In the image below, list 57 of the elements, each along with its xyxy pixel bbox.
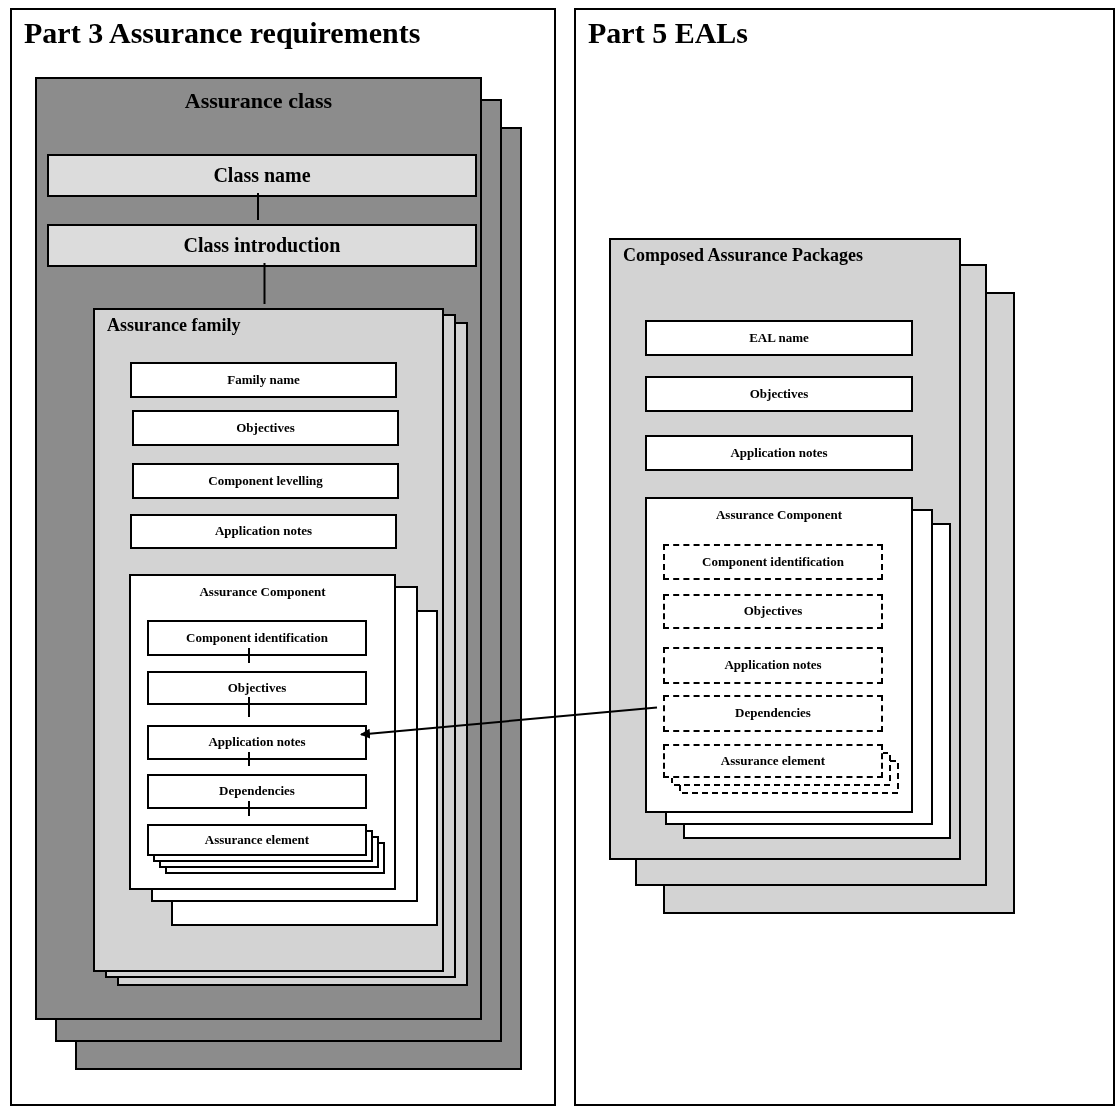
connector-line	[248, 696, 250, 718]
section-box	[663, 695, 883, 732]
box-label: Objectives	[236, 419, 295, 437]
box-label: Application notes	[214, 523, 313, 540]
box-label: Assurance family	[107, 314, 241, 337]
box-label: Assurance class	[184, 87, 333, 115]
section-box	[132, 463, 399, 499]
package-sheet	[609, 238, 961, 860]
section-box	[130, 362, 397, 398]
box-label: Component identification	[702, 553, 844, 571]
section-box	[645, 376, 913, 412]
section-box	[663, 744, 883, 778]
section-box	[645, 435, 913, 471]
connector-line	[257, 192, 259, 221]
section-box	[645, 320, 913, 356]
section-box	[147, 824, 367, 856]
box-label: Part 3 Assurance requirements	[24, 15, 421, 51]
section-box	[47, 224, 477, 267]
box-label: Family name	[227, 371, 300, 389]
section-box	[147, 620, 367, 656]
box-label: Component identification	[186, 629, 328, 647]
arrow	[360, 706, 658, 739]
box-label: Part 5 EALs	[588, 15, 748, 51]
box-label: Objectives	[227, 679, 287, 697]
box-label: Objectives	[743, 603, 803, 620]
connector-line	[248, 647, 250, 664]
section-box	[663, 594, 883, 629]
section-box	[147, 774, 367, 809]
box-label: Assurance Component	[199, 584, 326, 601]
section-box	[663, 544, 883, 580]
box-label: Class introduction	[183, 233, 341, 258]
box-label: Application notes	[208, 734, 306, 751]
connector-line	[248, 800, 250, 817]
component-sheet	[645, 497, 913, 813]
connector-line	[248, 751, 250, 767]
box-label: Dependencies	[219, 783, 295, 800]
box-label: Assurance Component	[715, 507, 842, 524]
box-label: Application notes	[724, 657, 822, 674]
section-box	[47, 154, 477, 197]
box-label: Class name	[213, 163, 311, 188]
component-sheet	[129, 574, 396, 890]
box-label: Component levelling	[208, 472, 323, 490]
box-label: Assurance element	[204, 831, 310, 849]
section-box	[132, 410, 399, 446]
section-box	[663, 647, 883, 684]
section-box	[147, 725, 367, 760]
box-label: EAL name	[749, 329, 809, 347]
part-panel	[574, 8, 1115, 1106]
box-label: Assurance element	[720, 752, 826, 770]
section-box	[147, 671, 367, 705]
part-panel	[10, 8, 556, 1106]
section-box	[130, 514, 397, 549]
box-label: Objectives	[749, 385, 809, 403]
box-label: Dependencies	[735, 705, 811, 722]
connector-line	[263, 262, 266, 305]
box-label: Composed Assurance Packages	[623, 244, 863, 267]
box-label: Application notes	[730, 444, 828, 462]
